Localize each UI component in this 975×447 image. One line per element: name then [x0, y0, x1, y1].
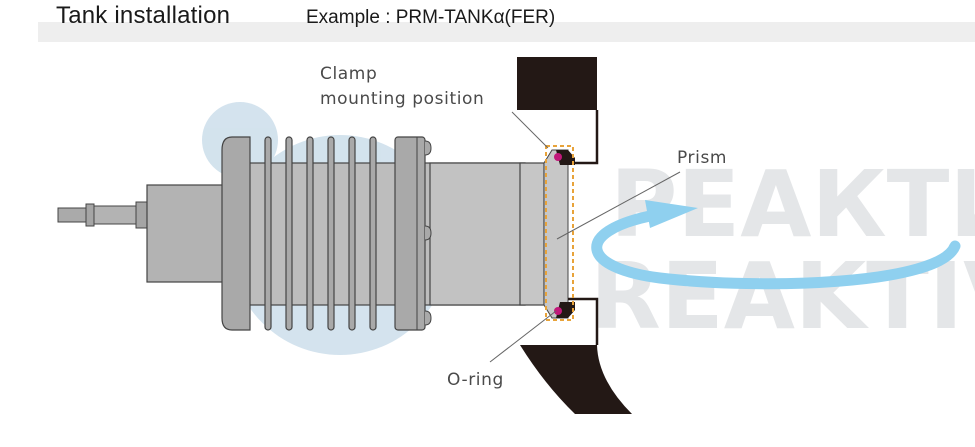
- watermark-text-2: REAKTIV: [590, 243, 975, 350]
- page-title: Tank installation: [56, 2, 231, 29]
- rear-housing: [146, 184, 226, 283]
- oring-seat-bottom: [556, 302, 575, 318]
- cable: [57, 201, 149, 229]
- label-prism: Prism: [677, 148, 727, 168]
- prism: [543, 149, 569, 319]
- front-flange: [394, 136, 426, 331]
- label-clamp-line1: Clamp: [320, 64, 377, 84]
- clamp-mounting-box: [545, 145, 574, 321]
- cooling-fins: [264, 136, 377, 331]
- flow-arrow-icon: [591, 200, 961, 290]
- bolt-icon: [424, 140, 432, 156]
- oring-seat-top: [556, 150, 575, 165]
- example-model: Example : PRM-TANKα(FER): [306, 7, 556, 28]
- bolt-icon: [424, 225, 432, 241]
- sensor-tube: [429, 162, 526, 306]
- label-clamp-line2: mounting position: [320, 89, 484, 109]
- tank-wall: [517, 57, 632, 414]
- header-band: [38, 22, 975, 42]
- clamp-leader-line: [511, 111, 549, 149]
- rear-flange: [221, 136, 251, 331]
- oring-top-icon: [554, 153, 562, 161]
- oring-leader-line: [489, 310, 557, 363]
- prism-holder: [519, 162, 545, 306]
- prism-leader-line: [556, 171, 681, 240]
- bolt-icon: [424, 310, 432, 326]
- connector-nut-icon: [135, 201, 149, 229]
- oring-bottom-icon: [554, 307, 562, 315]
- cable-nut-icon: [85, 203, 95, 227]
- label-oring: O-ring: [447, 370, 504, 390]
